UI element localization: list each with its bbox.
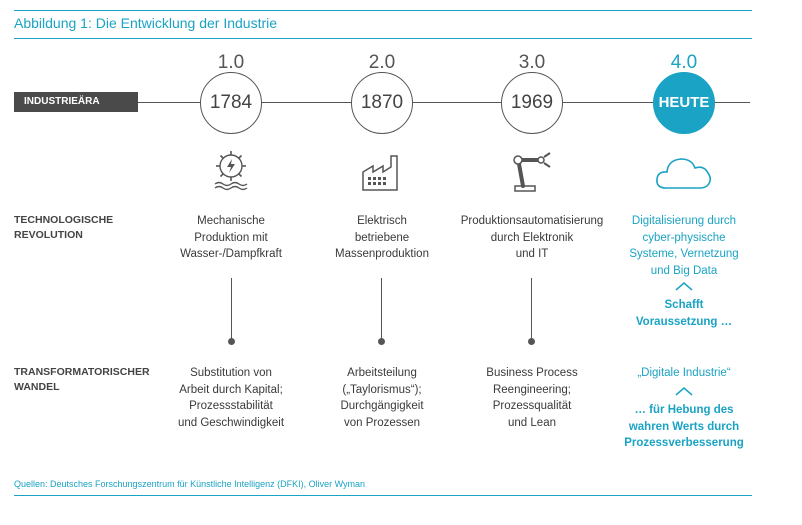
tech-cell-1: Mechanische Produktion mit Wasser-/Dampf… bbox=[180, 215, 282, 260]
cloud-icon bbox=[654, 154, 714, 192]
connector-dot-2 bbox=[378, 338, 385, 345]
version-2: 2.0 bbox=[368, 52, 396, 73]
transform-row-label: TRANSFORMATORISCHER WANDEL bbox=[14, 366, 150, 393]
robot-arm-icon bbox=[509, 150, 555, 194]
factory-icon bbox=[361, 150, 403, 192]
transform-cell-1: Substitution von Arbeit durch Kapital; P… bbox=[177, 367, 285, 429]
top-rule bbox=[14, 10, 752, 11]
title-rule bbox=[14, 38, 752, 39]
era-label: INDUSTRIEÄRA bbox=[14, 92, 138, 112]
transform-cell-4: „Digitale Industrie“ bbox=[637, 367, 731, 379]
connector-dot-3 bbox=[528, 338, 535, 345]
version-1: 1.0 bbox=[217, 52, 245, 73]
final-text: … für Hebung des wahren Werts durch Proz… bbox=[624, 404, 744, 449]
connector-line-2 bbox=[381, 278, 382, 341]
transform-cell-3: Business Process Reengineering; Prozessq… bbox=[486, 367, 578, 429]
chevron-up-icon bbox=[675, 281, 693, 291]
year-circle-2: 1870 bbox=[351, 72, 413, 134]
tech-row-label: TECHNOLOGISCHE REVOLUTION bbox=[14, 214, 114, 241]
chevron-up-icon-2 bbox=[675, 386, 693, 396]
source-note: Quellen: Deutsches Forschungszentrum für… bbox=[14, 479, 366, 489]
bottom-rule bbox=[14, 495, 752, 496]
water-wheel-icon bbox=[211, 149, 251, 191]
version-4: 4.0 bbox=[670, 52, 698, 73]
connector-line-3 bbox=[531, 278, 532, 341]
tech-cell-4: Digitalisierung durch cyber-physische Sy… bbox=[629, 215, 739, 277]
connector-line-1 bbox=[231, 278, 232, 341]
transform-cell-2: Arbeitsteilung („Taylorismus“); Durchgän… bbox=[340, 367, 424, 429]
connector-dot-1 bbox=[228, 338, 235, 345]
bridge-text: Schafft Voraussetzung … bbox=[635, 299, 733, 328]
figure-title: Abbildung 1: Die Entwicklung der Industr… bbox=[14, 15, 278, 31]
version-3: 3.0 bbox=[518, 52, 546, 73]
year-circle-3: 1969 bbox=[501, 72, 563, 134]
year-circle-1: 1784 bbox=[200, 72, 262, 134]
timeline-axis bbox=[138, 102, 750, 103]
year-circle-4: HEUTE bbox=[653, 72, 715, 134]
tech-cell-2: Elektrisch betriebene Massenproduktion bbox=[335, 215, 429, 260]
tech-cell-3: Produktionsautomatisierung durch Elektro… bbox=[460, 215, 604, 260]
